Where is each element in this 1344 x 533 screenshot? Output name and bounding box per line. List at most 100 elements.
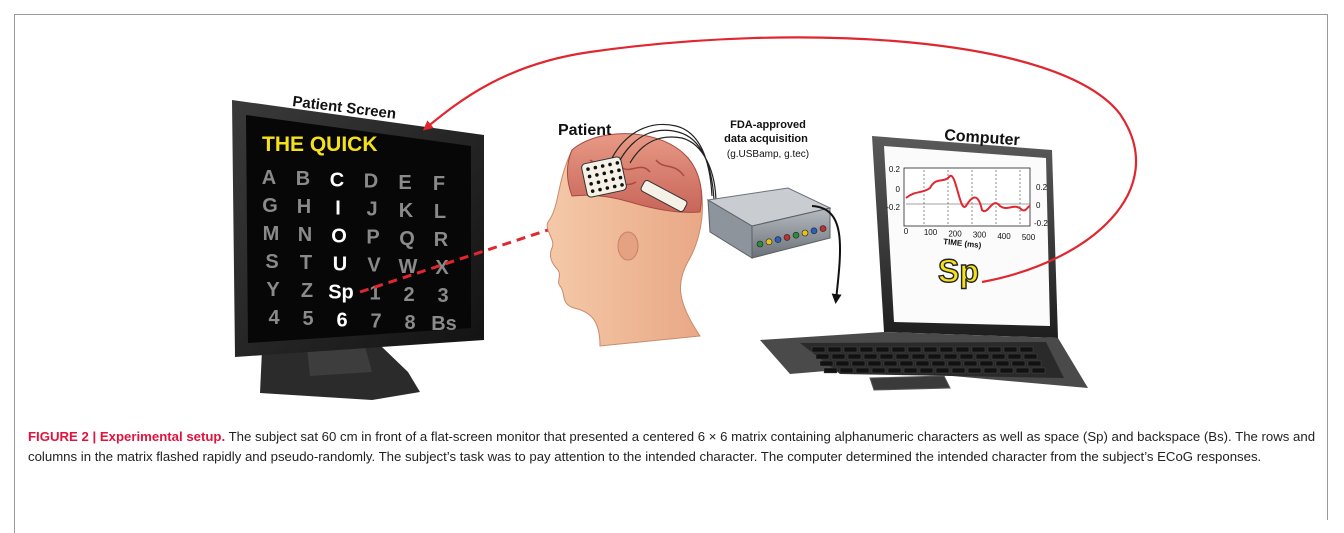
matrix-cell-r4-c2: Sp <box>328 281 354 303</box>
electrode-dot <box>589 182 593 186</box>
figure-frame <box>14 14 1328 520</box>
electrode-dot <box>617 168 621 173</box>
right-tick-2: -0.2 <box>1034 219 1048 228</box>
keyboard-key <box>951 367 966 374</box>
caption-head: FIGURE 2 | Experimental setup. <box>28 429 226 444</box>
electrode-dot <box>593 165 598 170</box>
electrode-dot <box>604 178 608 183</box>
device-port <box>783 234 791 241</box>
caption-body: The subject sat 60 cm in front of a flat… <box>28 429 1316 464</box>
keyboard-key <box>891 346 906 353</box>
keyboard-key <box>991 353 1006 360</box>
keyboard-key <box>839 367 854 374</box>
matrix-cell-r5-c5: Bs <box>431 313 457 335</box>
matrix-cell-r1-c3: J <box>366 199 377 221</box>
left-tick-1: 0 <box>896 185 901 194</box>
ear <box>617 231 639 261</box>
matrix-cell-r0-c3: D <box>364 171 378 193</box>
keyboard-key <box>831 353 846 360</box>
x-tick-label: 400 <box>997 232 1011 241</box>
keyboard-key <box>907 346 922 353</box>
matrix-cell-r5-c3: 7 <box>370 311 381 333</box>
keyboard-key <box>987 346 1002 353</box>
matrix-cell-r0-c1: B <box>296 168 310 190</box>
electrode-strip <box>640 179 688 213</box>
device-port <box>765 238 773 246</box>
keyboard-key <box>1027 360 1042 367</box>
device-ports <box>756 225 827 248</box>
matrix-cell-r2-c1: N <box>298 224 312 246</box>
keyboard-key <box>975 353 990 360</box>
electrode-dot <box>596 180 601 185</box>
matrix-cell-r3-c4: W <box>399 256 418 278</box>
keyboard-key <box>859 346 874 353</box>
matrix-cell-r5-c2: 6 <box>336 309 347 331</box>
keyboard-key <box>915 360 930 367</box>
matrix-cell-r4-c4: 2 <box>403 284 414 306</box>
acquisition-subtitle: (g.USBamp, g.tec) <box>727 149 809 160</box>
left-tick-0: 0.2 <box>889 165 901 174</box>
matrix-cell-r0-c5: F <box>433 173 445 195</box>
matrix-cell-r0-c4: E <box>398 172 411 194</box>
data-cable-arrow <box>811 205 842 304</box>
electrode-dot <box>590 189 595 193</box>
keyboard-key <box>867 360 882 367</box>
electrode-dot <box>615 161 620 165</box>
electrode-dot <box>612 184 617 189</box>
left-tick-2: -0.2 <box>886 203 900 212</box>
keyboard-key <box>1007 353 1022 360</box>
electrode-dot <box>608 162 612 167</box>
typed-text: THE QUICK <box>262 133 378 156</box>
matrix-cell-r3-c1: T <box>300 252 312 274</box>
keyboard-key <box>1031 367 1046 374</box>
keyboard-key <box>871 367 886 374</box>
laptop-keys <box>811 346 1046 374</box>
x-tick-label: 0 <box>904 227 909 236</box>
keyboard-key <box>947 360 962 367</box>
matrix-cell-r3-c3: V <box>367 255 381 277</box>
right-tick-0: 0.2 <box>1036 183 1048 192</box>
electrode-dot <box>609 170 614 174</box>
matrix-cell-r1-c1: H <box>297 196 311 218</box>
keyboard-key <box>995 360 1010 367</box>
keyboard-key <box>875 346 890 353</box>
keyboard-key <box>979 360 994 367</box>
keyboard-key <box>1019 346 1034 353</box>
keyboard-key <box>863 353 878 360</box>
matrix-cell-r0-c0: A <box>262 167 276 189</box>
keyboard-key <box>1023 353 1038 360</box>
computer-label: Computer <box>944 127 1021 149</box>
electrode-dot <box>605 186 610 190</box>
matrix-cell-r4-c1: Z <box>301 280 313 302</box>
keyboard-key <box>819 360 834 367</box>
keyboard-key <box>843 346 858 353</box>
keyboard-key <box>927 353 942 360</box>
x-tick-label: 100 <box>924 228 938 237</box>
keyboard-key <box>911 353 926 360</box>
keyboard-key <box>899 360 914 367</box>
frame-left-edge <box>14 520 15 533</box>
right-tick-1: 0 <box>1036 201 1041 210</box>
keyboard-key <box>827 346 842 353</box>
electrode-dot <box>587 174 592 179</box>
electrode-grid <box>581 156 627 198</box>
keyboard-key <box>963 360 978 367</box>
matrix-cell-r3-c0: S <box>265 251 278 273</box>
keyboard-key <box>983 367 998 374</box>
output-character: Sp <box>938 253 979 289</box>
electrode-dot <box>600 164 605 168</box>
keyboard-key <box>883 360 898 367</box>
keyboard-key <box>1003 346 1018 353</box>
keyboard-key <box>823 367 838 374</box>
electrode-strip-pad <box>640 179 688 213</box>
x-tick-label: 500 <box>1022 233 1036 242</box>
acquisition-device <box>706 187 832 259</box>
device-port <box>819 225 827 232</box>
keyboard-key <box>1015 367 1030 374</box>
keyboard-key <box>955 346 970 353</box>
keyboard-key <box>811 346 826 353</box>
device-front <box>751 207 831 259</box>
matrix-cell-r1-c2: I <box>335 197 341 219</box>
